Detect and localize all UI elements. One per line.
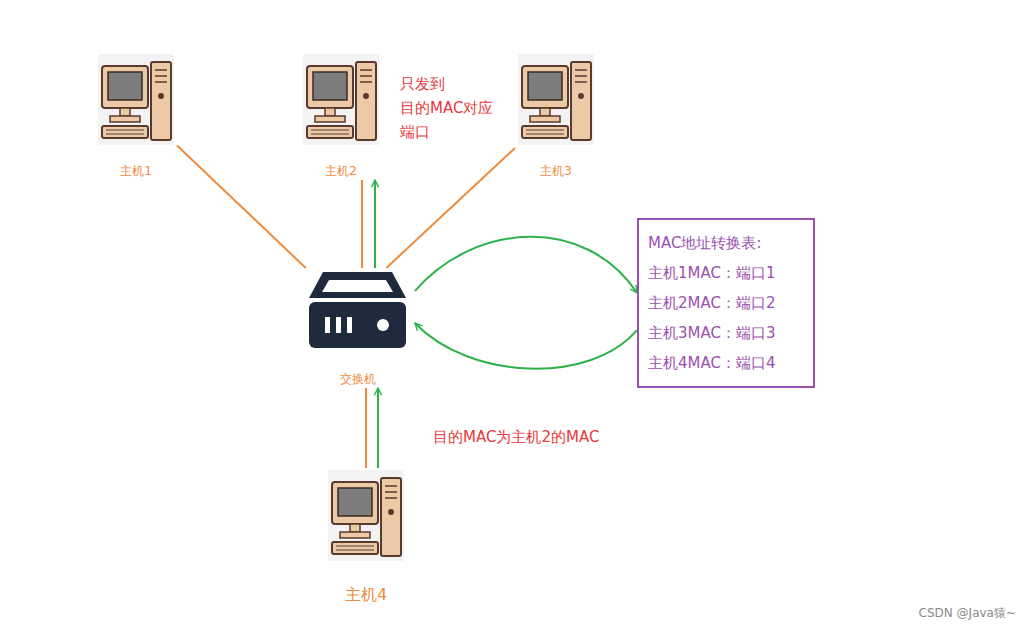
host-node: 主机1 [95, 52, 177, 180]
table-row: 主机1MAC：端口1 [648, 258, 804, 288]
computer-icon [96, 52, 176, 147]
switch-icon [305, 268, 410, 353]
cable-line [365, 388, 367, 468]
table-heading: MAC地址转换表: [648, 228, 804, 258]
table-row: 主机2MAC：端口2 [648, 288, 804, 318]
cable-line [177, 145, 306, 268]
mac-table-box: MAC地址转换表:主机1MAC：端口1主机2MAC：端口2主机3MAC：端口3主… [637, 218, 815, 388]
data-flow-arrow [377, 388, 379, 468]
host-node: 主机3 [515, 52, 597, 180]
host-node: 主机2 [300, 52, 382, 180]
data-flow-arrow [415, 237, 637, 293]
computer-icon [326, 468, 406, 563]
node-label: 主机1 [95, 163, 177, 180]
data-flow-arrow [374, 180, 376, 268]
computer-icon [301, 52, 381, 147]
cable-line [361, 180, 363, 268]
table-row: 主机3MAC：端口3 [648, 318, 804, 348]
host-node: 主机4 [325, 468, 407, 606]
watermark: CSDN @Java猿~ [919, 605, 1016, 622]
node-label: 交换机 [300, 371, 415, 388]
node-label: 主机3 [515, 163, 597, 180]
edge-note: 只发到 目的MAC对应 端口 [400, 72, 505, 144]
node-label: 主机4 [325, 585, 407, 606]
node-label: 主机2 [300, 163, 382, 180]
cable-line [386, 148, 515, 268]
edge-note: 目的MAC为主机2的MAC [433, 425, 599, 449]
table-row: 主机4MAC：端口4 [648, 348, 804, 378]
data-flow-arrow [415, 323, 637, 368]
computer-icon [516, 52, 596, 147]
switch-node: 交换机 [300, 268, 415, 388]
